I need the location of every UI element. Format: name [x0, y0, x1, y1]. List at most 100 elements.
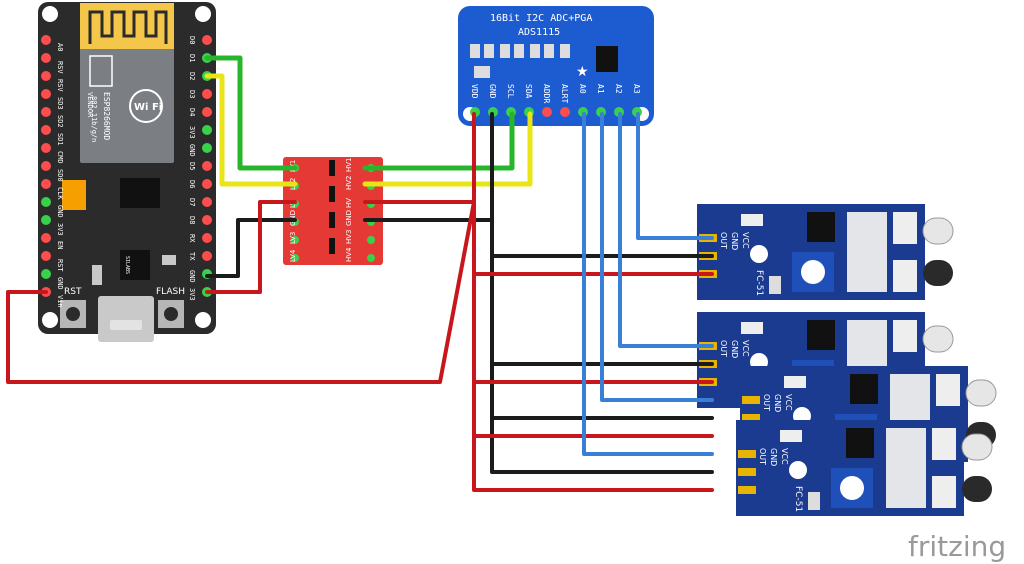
sensor-pin-label: GND [730, 232, 739, 250]
ads-pin-label: ADDR [542, 84, 551, 103]
nodemcu-pin [202, 125, 212, 135]
nodemcu-pin [41, 107, 51, 117]
wire-red-3v3 [205, 200, 297, 294]
sensor-pin [738, 468, 756, 476]
esp8266-module: VENDOR ESP8266MOD 802.11b/g/n Wi Fi [80, 3, 174, 163]
wire-black-ads-gnd [490, 112, 714, 474]
wire-red-vin [6, 200, 476, 384]
ads-pin-label: SCL [506, 84, 515, 99]
nodemcu-pin [202, 233, 212, 243]
sensor-pin [742, 396, 760, 404]
nodemcu-pin-label: D0 [188, 36, 196, 44]
ads-pin-label: VDD [470, 84, 479, 99]
sensor-pin-label: GND [773, 394, 782, 412]
nodemcu-pin-label: 3V3 [56, 223, 64, 236]
nodemcu-pin [41, 251, 51, 261]
sensor-pin-label: OUT [762, 394, 771, 411]
shifter-pin [291, 254, 299, 262]
ads-pin [542, 107, 552, 117]
nodemcu-pin-label: GND [188, 144, 196, 157]
nodemcu-pin-label: SD0 [56, 169, 64, 182]
nodemcu-pin-label: D5 [188, 162, 196, 170]
ir-sensors: OUTGNDVCCFC-51OUTGNDVCCFC-51OUTGNDVCCFC-… [697, 204, 997, 516]
shifter-pin-label: HV4 [345, 247, 353, 262]
nodemcu-pin [41, 53, 51, 63]
ads-pin-label: GND [488, 84, 497, 99]
shifter-pin [291, 236, 299, 244]
star-logo-icon: ★ [576, 64, 589, 80]
nodemcu-pin [41, 161, 51, 171]
nodemcu-pin-label: RSV [56, 61, 64, 74]
fcc-logo-icon [89, 55, 113, 87]
nodemcu-pin [202, 179, 212, 189]
potentiometer-icon [840, 476, 864, 500]
nodemcu-pin-label: RST [56, 259, 64, 272]
nodemcu-pin-label: RX [188, 234, 196, 243]
nodemcu-pin [41, 71, 51, 81]
potentiometer-icon [801, 260, 825, 284]
shifter-pin-label: HV2 [345, 175, 353, 190]
nodemcu-pin-label: D4 [188, 108, 196, 116]
nodemcu-pin [202, 251, 212, 261]
ads-pin-label: A3 [632, 84, 641, 94]
nodemcu-pin-label: A0 [56, 43, 64, 51]
ads-pin-label: A1 [596, 84, 605, 94]
ir-led-dark-icon [962, 476, 992, 502]
flash-label: FLASH [156, 287, 185, 297]
sensor-pin-label: GND [769, 448, 778, 466]
nodemcu-pin-label: TX [188, 252, 196, 261]
sensor-pin [738, 486, 756, 494]
ads-pin [560, 107, 570, 117]
rst-label: RST [64, 287, 82, 297]
nodemcu-pin [41, 35, 51, 45]
shifter-pin-label: GND [345, 210, 353, 226]
ir-led-clear-icon [961, 433, 993, 461]
sensor-pin-label: OUT [719, 232, 728, 249]
nodemcu-pin-label: CLK [56, 187, 64, 200]
sensor-pin-label: VCC [741, 340, 750, 357]
nodemcu-pin [41, 143, 51, 153]
nodemcu-pin [41, 125, 51, 135]
nodemcu-pin-label: CMD [56, 151, 64, 164]
nodemcu-pin-label: SD2 [56, 115, 64, 128]
sensor-pin [742, 414, 760, 422]
ads-title: 16Bit I2C ADC+PGA [490, 13, 592, 24]
wire-yellow-sda [362, 111, 533, 187]
shifter-pin-label: LV3 [289, 232, 297, 244]
nodemcu-pin-label: 3V3 [188, 126, 196, 139]
shifter-pin-label: HV [345, 198, 353, 208]
ir-led-dark-icon [923, 260, 953, 286]
nodemcu-pin-label: D7 [188, 198, 196, 206]
wire-blue-a2 [618, 112, 714, 348]
nodemcu-pin-label: 3V3 [188, 288, 196, 301]
nodemcu-board: VENDOR ESP8266MOD 802.11b/g/n Wi Fi SILA… [38, 2, 216, 342]
module-freq: 802.11b/g/n [90, 96, 98, 142]
nodemcu-pin-label: EN [56, 241, 64, 249]
shifter-pin-label: GND [289, 210, 297, 226]
nodemcu-pin [41, 215, 51, 225]
wire-yellow-d2 [204, 73, 298, 187]
shifter-pin [367, 236, 375, 244]
sensor-pin [738, 450, 756, 458]
nodemcu-pin-label: D6 [188, 180, 196, 188]
nodemcu-pin-label: RSV [56, 79, 64, 92]
wire-black-nmcu-gnd [205, 218, 297, 278]
ir-led-clear-icon [965, 379, 997, 407]
nodemcu-pin-label: SD3 [56, 97, 64, 110]
wires [6, 55, 714, 492]
nodemcu-pin [202, 197, 212, 207]
nodemcu-pin-label: GND [56, 205, 64, 218]
sensor-pin-label: VCC [784, 394, 793, 411]
sensor-pin-label: OUT [758, 448, 767, 465]
nodemcu-pin [41, 89, 51, 99]
nodemcu-pin-label: D1 [188, 54, 196, 62]
nodemcu-pin [41, 269, 51, 279]
ads-pin-label: A0 [578, 84, 587, 94]
chip-brand: SILABS [124, 256, 130, 274]
sensor-model: FC-51 [754, 270, 764, 296]
module-model: ESP8266MOD [102, 92, 111, 140]
sensor-pin-label: VCC [780, 448, 789, 465]
